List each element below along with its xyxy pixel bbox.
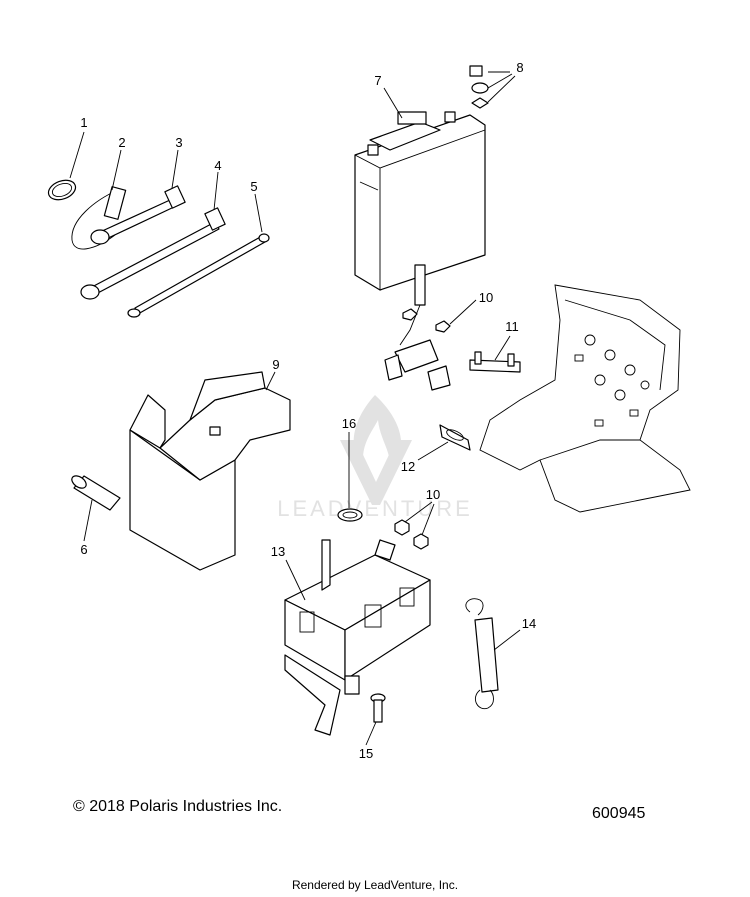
part-10-relay-assembly (384, 264, 451, 391)
leader-4 (213, 171, 219, 211)
leadventure-watermark-logo (340, 395, 412, 505)
callout-12: 12 (401, 459, 415, 474)
callout-6: 6 (80, 542, 87, 557)
part-7-battery (354, 111, 486, 291)
leader-10a (449, 299, 477, 325)
callout-1: 1 (80, 115, 87, 130)
leader-10b-a (404, 501, 433, 523)
part-12-clip (439, 424, 471, 451)
callout-10-lower: 10 (426, 487, 440, 502)
part-3-battery-cable (90, 185, 186, 245)
part-15-bolt (370, 693, 386, 723)
leader-12 (417, 441, 449, 461)
callout-5: 5 (250, 179, 257, 194)
callout-11: 11 (505, 319, 519, 334)
callout-2: 2 (118, 135, 125, 150)
callout-15: 15 (359, 746, 373, 761)
part-1-cable-tie (47, 179, 77, 201)
copyright-notice: © 2018 Polaris Industries Inc. (73, 798, 283, 815)
callout-16: 16 (342, 416, 356, 431)
leader-7 (383, 87, 403, 119)
callout-3: 3 (175, 135, 182, 150)
leader-11 (494, 335, 511, 361)
frame-section (479, 284, 691, 513)
rendered-by-credit: Rendered by LeadVenture, Inc. (291, 878, 459, 892)
diagram-number: 600945 (592, 805, 646, 822)
part-10-nuts (394, 519, 429, 550)
part-6-sleeve (71, 475, 121, 511)
leader-9 (265, 371, 276, 391)
leader-3 (171, 149, 179, 189)
leader-13 (285, 559, 306, 601)
leader-6 (83, 499, 93, 542)
part-13-battery-tray (284, 539, 431, 736)
callout-9: 9 (272, 357, 279, 372)
part-8-terminal-hardware (469, 65, 489, 109)
part-16-clamp (337, 508, 363, 522)
watermark-text: LEADVENTURE (277, 496, 473, 521)
callout-8: 8 (516, 60, 523, 75)
leader-10b-b (421, 503, 435, 536)
part-2-wire-harness (71, 186, 127, 250)
part-9-battery-cover (129, 371, 291, 571)
callout-7: 7 (374, 73, 381, 88)
callout-10-upper: 10 (479, 290, 493, 305)
leader-15 (365, 721, 377, 746)
leader-5 (254, 193, 263, 233)
part-14-battery-strap (465, 598, 499, 710)
leader-1 (69, 131, 85, 179)
leader-2 (111, 149, 122, 191)
part-5-ground-cable (127, 233, 270, 318)
callout-14: 14 (522, 616, 536, 631)
part-11-bracket (469, 351, 521, 373)
leader-8c (487, 75, 516, 103)
leader-8b (487, 73, 513, 89)
leader-14 (493, 629, 521, 651)
callout-13: 13 (271, 544, 285, 559)
callout-4: 4 (214, 158, 221, 173)
part-4-positive-cable (80, 207, 226, 300)
